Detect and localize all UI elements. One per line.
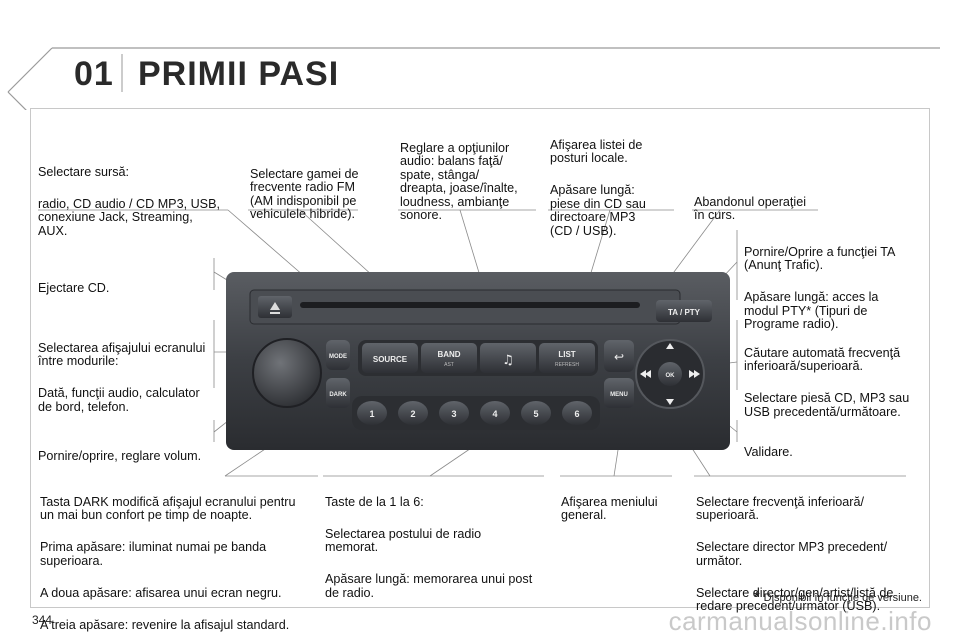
page-header: 01 PRIMII PASI bbox=[0, 0, 960, 110]
preset-button-3[interactable] bbox=[439, 401, 469, 425]
band-label: BAND bbox=[437, 350, 460, 359]
eject-icon bbox=[270, 302, 280, 310]
callout-audio: Reglare a opţiunilor audio: balans faţă/… bbox=[400, 140, 518, 222]
list-button[interactable] bbox=[539, 343, 595, 373]
callout-band: Selectare gamei de frecvente radio FM (A… bbox=[250, 166, 359, 221]
down-arrow-icon[interactable] bbox=[666, 399, 674, 405]
dark-label: DARK bbox=[329, 392, 347, 398]
preset-label-3: 3 bbox=[451, 409, 456, 419]
source-button[interactable] bbox=[362, 343, 418, 373]
preset-button-2[interactable] bbox=[398, 401, 428, 425]
preset-label-6: 6 bbox=[574, 409, 579, 419]
preset-label-4: 4 bbox=[492, 409, 497, 419]
preset-label-1: 1 bbox=[369, 409, 374, 419]
menu-label: MENU bbox=[610, 392, 628, 398]
back-button[interactable] bbox=[604, 340, 634, 372]
preset-button-5[interactable] bbox=[521, 401, 551, 425]
watermark: carmanualsonline.info bbox=[668, 606, 932, 636]
cd-slot bbox=[300, 302, 640, 308]
audio-button[interactable] bbox=[480, 343, 536, 373]
callout-ta: Pornire/Oprire a funcţiei TA (Anunţ Traf… bbox=[744, 244, 896, 331]
chapter-number: 01 bbox=[74, 55, 114, 93]
callout-source: Selectare sursă: radio, CD audio / CD MP… bbox=[38, 164, 220, 238]
seek-back-icon[interactable] bbox=[640, 370, 646, 378]
mode-button[interactable] bbox=[326, 340, 350, 370]
band-button[interactable] bbox=[421, 343, 477, 373]
callout-power: Pornire/oprire, reglare volum. bbox=[38, 448, 202, 463]
preset-label-5: 5 bbox=[533, 409, 538, 419]
preset-button-1[interactable] bbox=[357, 401, 387, 425]
callout-dark: Tasta DARK modifică afişajul ecranului p… bbox=[40, 494, 296, 632]
up-arrow-icon[interactable] bbox=[666, 343, 674, 349]
volume-knob[interactable] bbox=[252, 338, 322, 408]
list-sub-label: REFRESH bbox=[555, 362, 579, 368]
callout-back: Abandonul operaţiei în curs. bbox=[694, 194, 807, 222]
menu-button[interactable] bbox=[604, 378, 634, 408]
callout-validate: Validare. bbox=[744, 444, 793, 459]
back-arrow-icon: ↩ bbox=[614, 350, 624, 364]
chapter-title: PRIMII PASI bbox=[138, 55, 340, 93]
ok-button[interactable] bbox=[658, 362, 682, 386]
list-label: LIST bbox=[558, 350, 575, 359]
source-label: SOURCE bbox=[373, 355, 408, 364]
callout-seek: Căutare automată frecvenţă inferioară/su… bbox=[744, 345, 910, 419]
callout-eject: Ejectare CD. bbox=[38, 280, 110, 295]
callout-updown: Selectare frecvenţă inferioară/ superioa… bbox=[696, 494, 894, 613]
header-decoration bbox=[7, 47, 940, 110]
callout-mode: Selectarea afişajului ecranului între mo… bbox=[38, 340, 206, 414]
mode-label: MODE bbox=[329, 354, 347, 360]
preset-label-2: 2 bbox=[410, 409, 415, 419]
ta-pty-label: TA / PTY bbox=[668, 308, 701, 317]
preset-button-4[interactable] bbox=[480, 401, 510, 425]
music-note-icon: ♫ bbox=[502, 353, 514, 368]
band-sub-label: AST bbox=[444, 362, 454, 368]
page-number: 344 bbox=[32, 613, 53, 627]
preset-buttons: 1 2 3 4 5 6 bbox=[357, 401, 592, 425]
dark-button[interactable] bbox=[326, 378, 350, 408]
ta-pty-button[interactable] bbox=[656, 300, 712, 322]
footnote: *Disponibil în funcţie de versiune. bbox=[754, 588, 922, 604]
callout-menu: Afişarea meniului general. bbox=[561, 494, 658, 522]
seek-forward-icon[interactable] bbox=[694, 370, 700, 378]
footnote-marker: * bbox=[754, 588, 760, 604]
callout-presets: Taste de la 1 la 6: Selectarea postului … bbox=[325, 494, 533, 600]
callout-list: Afişarea listei de posturi locale. Apăsa… bbox=[550, 137, 646, 238]
preset-button-6[interactable] bbox=[562, 401, 592, 425]
ok-label: OK bbox=[666, 373, 676, 379]
content-frame bbox=[30, 108, 930, 608]
footnote-text: Disponibil în funcţie de versiune. bbox=[763, 592, 922, 604]
